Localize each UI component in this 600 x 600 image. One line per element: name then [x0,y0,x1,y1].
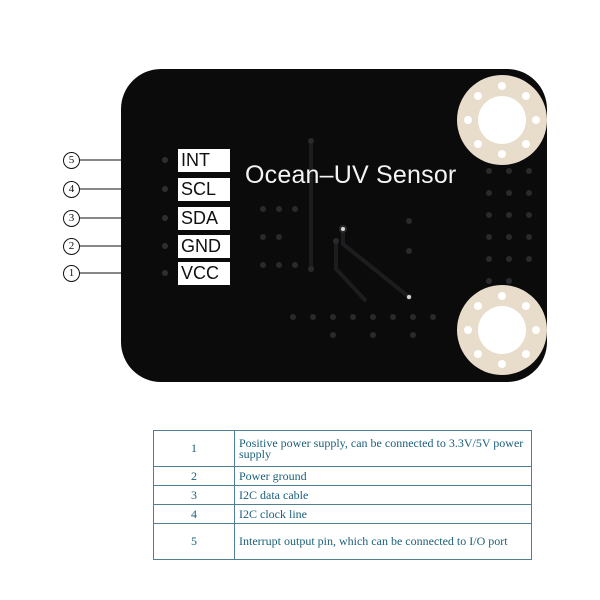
pin-label-gnd: GND [178,235,230,258]
table-cell-num: 5 [153,523,235,560]
pin-description-table: 1 Positive power supply, can be connecte… [153,430,532,560]
pin-label-scl: SCL [178,178,230,201]
pin-label-sda: SDA [178,207,230,230]
board-traces [309,144,411,303]
table-cell-desc: Power ground [234,466,532,486]
table-row: 3 I2C data cable [153,485,532,505]
exposed-pads [341,227,411,299]
pin-label-int: INT [178,149,230,172]
table-cell-num: 3 [153,485,235,505]
table-cell-desc: I2C data cable [234,485,532,505]
mount-hole-top [457,75,547,165]
pin-number-4: 4 [63,181,80,198]
pin-number-3: 3 [63,210,80,227]
pin-header-holes [162,157,168,276]
board-vias [260,138,532,338]
pin-number-2: 2 [63,238,80,255]
table-cell-num: 4 [153,504,235,524]
pin-number-1: 1 [63,265,80,282]
table-cell-desc: Interrupt output pin, which can be conne… [234,523,532,560]
board-title: Ocean–UV Sensor [245,161,457,189]
table-row: 4 I2C clock line [153,504,532,524]
mount-hole-bottom [457,285,547,375]
table-cell-num: 1 [153,430,235,467]
board-artwork [162,75,547,375]
table-row: 5 Interrupt output pin, which can be con… [153,523,532,560]
table-cell-desc: Positive power supply, can be connected … [234,430,532,467]
table-cell-desc: I2C clock line [234,504,532,524]
pin-label-vcc: VCC [178,262,230,285]
table-cell-num: 2 [153,466,235,486]
table-row: 1 Positive power supply, can be connecte… [153,430,532,467]
table-row: 2 Power ground [153,466,532,486]
pin-number-5: 5 [63,152,80,169]
